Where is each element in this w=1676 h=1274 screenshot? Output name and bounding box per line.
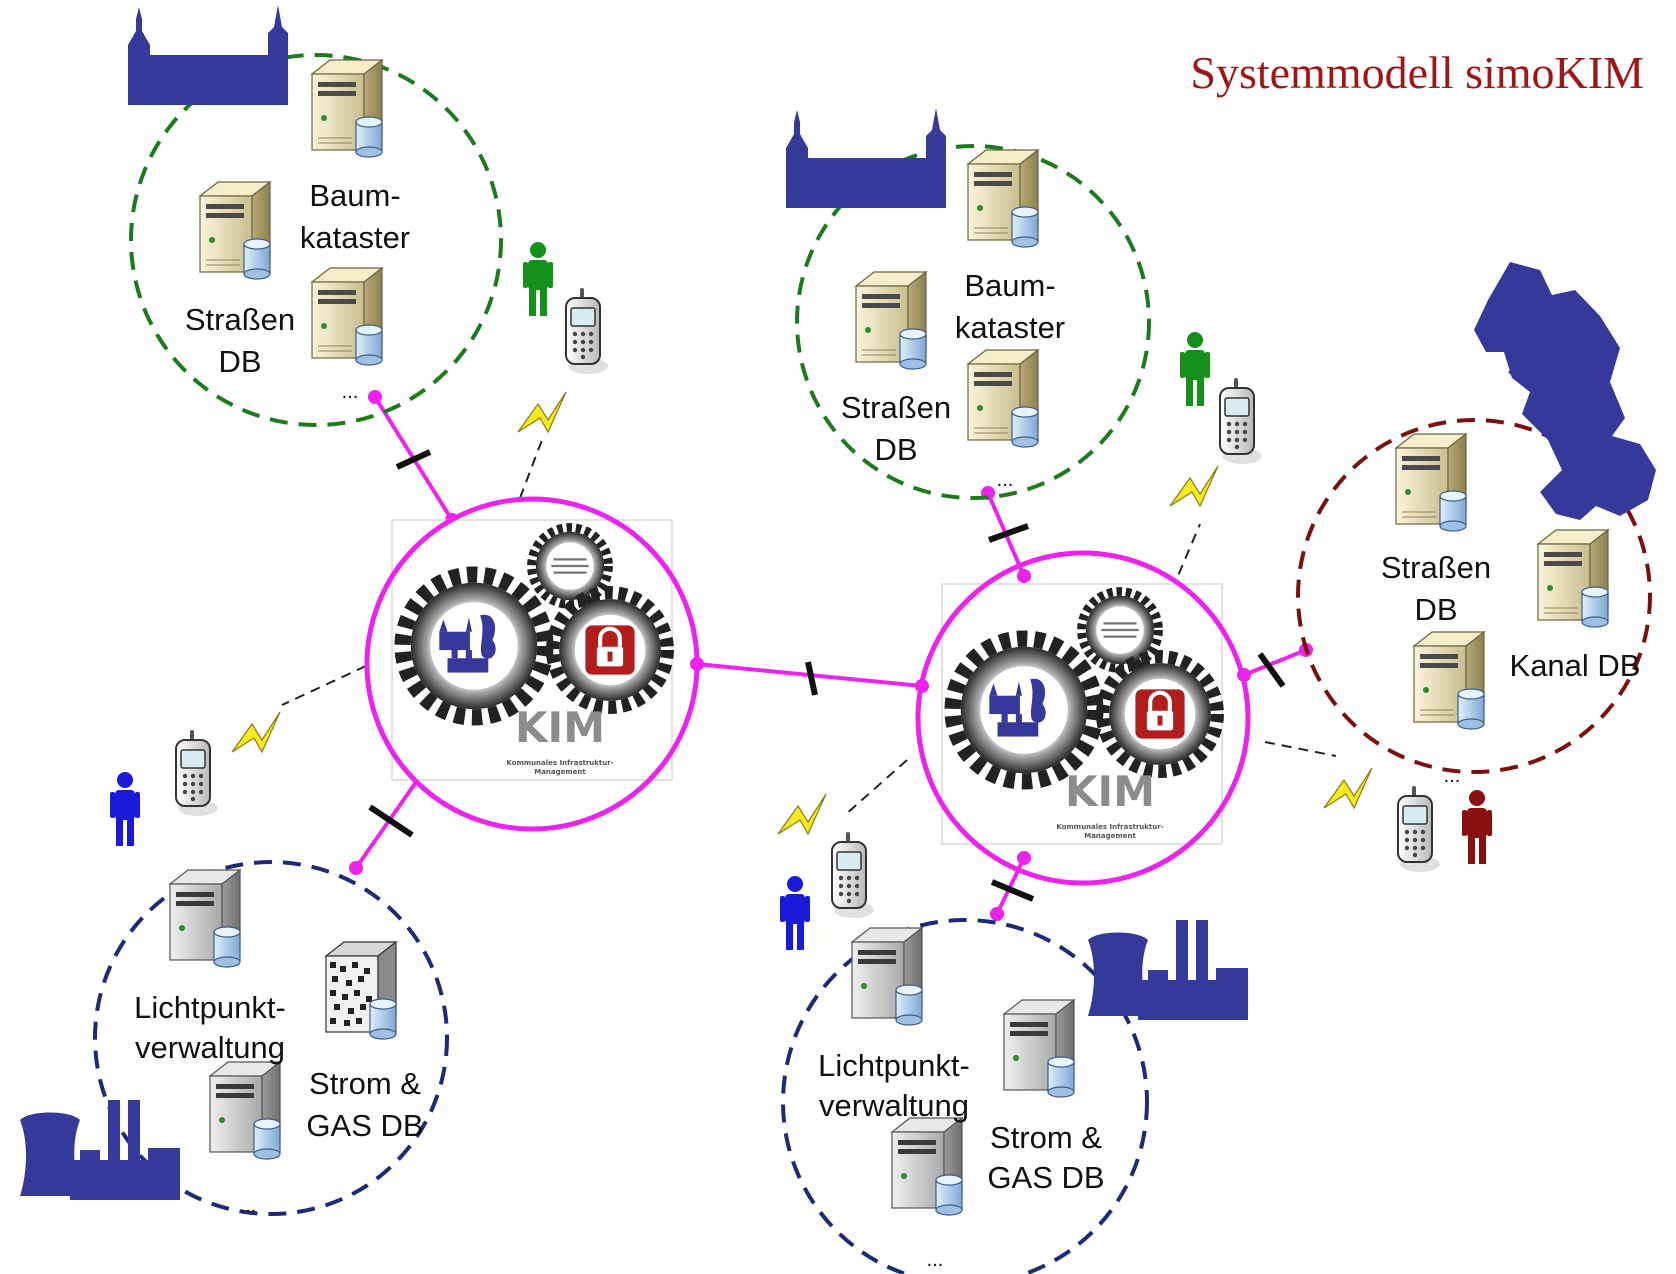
kim-hub-ring — [364, 496, 700, 832]
svg-text:...: ... — [240, 1195, 257, 1217]
mobile-phone-icon — [565, 287, 609, 375]
svg-text:verwaltung: verwaltung — [135, 1030, 285, 1065]
lightning-icon — [231, 711, 281, 753]
svg-text:Kommunales Infrastruktur-: Kommunales Infrastruktur- — [1056, 823, 1163, 831]
svg-text:...: ... — [1444, 765, 1461, 787]
mobile-phone-icon — [175, 729, 219, 817]
svg-text:...: ... — [342, 381, 359, 403]
left-utility-cluster — [93, 860, 449, 1216]
person-icon — [110, 772, 140, 846]
svg-text:Straßen: Straßen — [185, 302, 295, 337]
church-icon — [128, 5, 288, 105]
kim-hub-right: KIM Kommunales Infrastruktur- Management — [942, 584, 1222, 844]
svg-text:DB: DB — [218, 344, 261, 379]
region-cluster — [1296, 418, 1652, 774]
svg-text:Baum-: Baum- — [964, 268, 1055, 303]
person-icon — [1462, 790, 1492, 864]
svg-text:Strom &: Strom & — [309, 1066, 421, 1101]
kim-logo-text: KIM — [515, 703, 605, 752]
lightning-icon — [1169, 465, 1219, 507]
lightning-icon — [517, 391, 567, 433]
svg-text:Straßen: Straßen — [841, 390, 951, 425]
svg-text:...: ... — [997, 469, 1014, 491]
server-icon — [855, 271, 927, 370]
person-icon — [523, 242, 553, 316]
right-utility-cluster — [781, 918, 1149, 1274]
server-icon — [199, 181, 271, 280]
svg-text:Straßen: Straßen — [1381, 550, 1491, 585]
server-icon — [325, 941, 397, 1040]
right-city-cluster — [795, 144, 1151, 500]
svg-text:DB: DB — [1414, 592, 1457, 627]
mobile-phone-icon — [1397, 785, 1441, 873]
svg-text:verwaltung: verwaltung — [819, 1088, 969, 1123]
svg-text:Lichtpunkt-: Lichtpunkt- — [818, 1048, 970, 1083]
kim-logo-text: KIM — [1065, 767, 1155, 816]
server-icon — [967, 149, 1039, 248]
server-icon — [851, 927, 923, 1026]
kim-hub-ring — [915, 550, 1251, 886]
kim-hub-left: KIM Kommunales Infrastruktur- Management — [392, 520, 672, 780]
server-icon — [967, 349, 1039, 448]
link-markers — [368, 449, 1286, 902]
lightning-icon — [1323, 767, 1373, 809]
svg-text:Kommunales Infrastruktur-: Kommunales Infrastruktur- — [506, 759, 613, 767]
svg-text:Lichtpunkt-: Lichtpunkt- — [134, 990, 286, 1025]
lightning-icon — [777, 793, 827, 835]
svg-text:kataster: kataster — [300, 220, 410, 255]
left-city-cluster — [129, 53, 503, 427]
wireless-links — [281, 439, 1337, 816]
svg-text:...: ... — [927, 1249, 944, 1271]
svg-text:Strom &: Strom & — [990, 1120, 1102, 1155]
svg-text:GAS DB: GAS DB — [306, 1108, 423, 1143]
factory-icon — [20, 1100, 180, 1200]
svg-text:Management: Management — [1084, 832, 1136, 840]
server-icon — [1003, 999, 1075, 1098]
server-icon — [1413, 631, 1485, 730]
server-icon — [1395, 433, 1467, 532]
server-icon — [891, 1117, 963, 1216]
server-icon — [169, 869, 241, 968]
factory-icon — [1088, 920, 1248, 1020]
svg-text:Baum-: Baum- — [309, 178, 400, 213]
svg-text:Management: Management — [534, 768, 586, 776]
church-icon — [786, 108, 946, 208]
svg-text:kataster: kataster — [955, 310, 1065, 345]
person-icon — [780, 876, 810, 950]
mobile-phone-icon — [831, 831, 875, 919]
svg-text:GAS DB: GAS DB — [987, 1160, 1104, 1195]
region-map-icon — [1474, 262, 1656, 520]
mobile-phone-icon — [1219, 377, 1263, 465]
server-icon — [209, 1061, 281, 1160]
person-icon — [1180, 332, 1210, 406]
svg-text:DB: DB — [874, 432, 917, 467]
svg-text:Kanal DB: Kanal DB — [1510, 648, 1641, 683]
server-icon — [311, 59, 383, 158]
server-icon — [1537, 529, 1609, 628]
server-icon — [311, 267, 383, 366]
diagram-title: Systemmodell simoKIM — [1190, 47, 1644, 98]
